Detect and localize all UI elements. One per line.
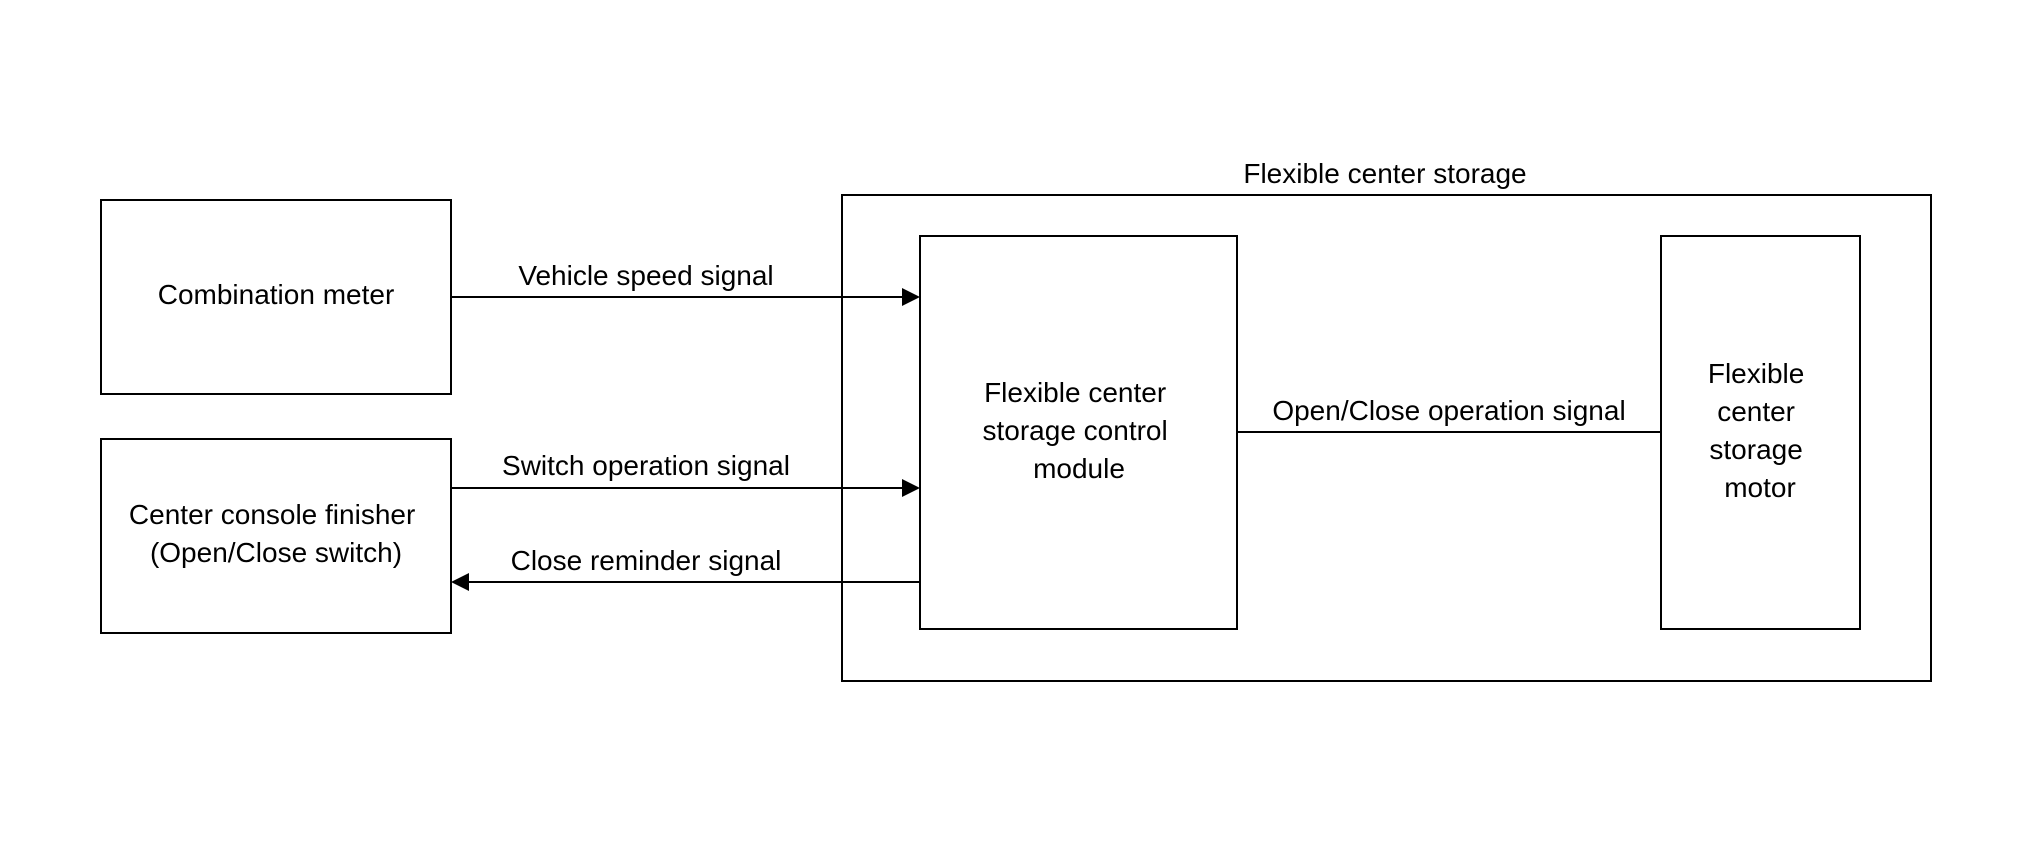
combination-meter-label: Combination meter <box>158 279 395 310</box>
switch-operation-signal-label: Switch operation signal <box>502 450 790 481</box>
control-module-box <box>919 235 1238 630</box>
vehicle-speed-signal-label: Vehicle speed signal <box>518 260 773 291</box>
motor-line-3: storage <box>1709 434 1802 465</box>
motor-line-1: Flexible <box>1708 358 1804 389</box>
control-module-label: Flexible center storage control module <box>983 377 1176 484</box>
center-console-finisher-box <box>100 438 452 634</box>
center-console-finisher-line-2: (Open/Close switch) <box>150 537 402 568</box>
motor-label: Flexible center storage motor <box>1708 358 1812 503</box>
vehicle-speed-signal-arrowhead <box>902 288 920 306</box>
close-reminder-signal-label: Close reminder signal <box>511 545 782 576</box>
open-close-operation-signal-label: Open/Close operation signal <box>1272 395 1625 426</box>
center-console-finisher-label: Center console finisher (Open/Close swit… <box>129 499 423 568</box>
group-title: Flexible center storage <box>1243 158 1526 189</box>
motor-line-4: motor <box>1724 472 1796 503</box>
motor-box <box>1660 235 1861 630</box>
control-module-line-3: module <box>1033 453 1125 484</box>
close-reminder-signal-arrowhead <box>451 573 469 591</box>
control-module-line-2: storage control <box>983 415 1168 446</box>
switch-operation-signal-arrowhead <box>902 479 920 497</box>
center-console-finisher-line-1: Center console finisher <box>129 499 415 530</box>
motor-line-2: center <box>1717 396 1795 427</box>
control-module-line-1: Flexible center <box>984 377 1166 408</box>
combination-meter-box <box>100 199 452 395</box>
